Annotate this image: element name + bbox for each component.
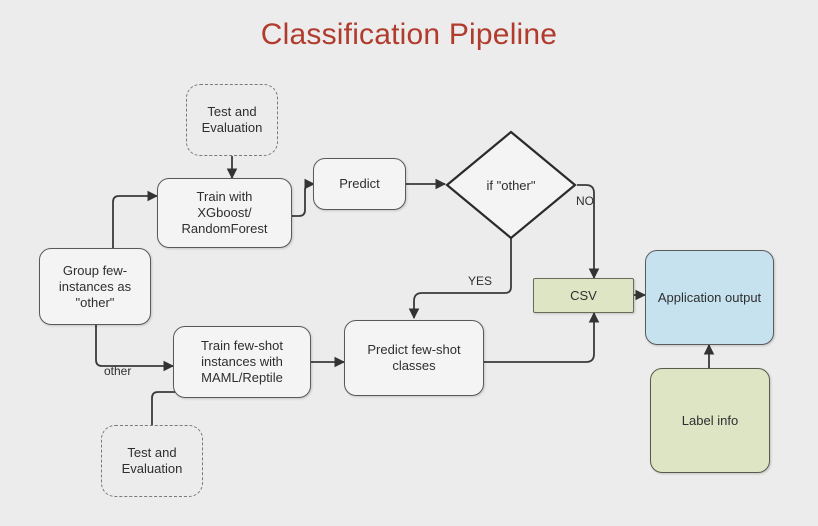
edge-ifother-csv [577, 184, 600, 280]
node-label: Train with XGboost/ RandomForest [181, 189, 268, 236]
node-test-and-evaluation-top[interactable]: Test and Evaluation [186, 84, 278, 156]
node-label: CSV [570, 287, 597, 303]
node-application-output[interactable]: Application output [645, 250, 774, 345]
edge-label-other: other [104, 364, 132, 378]
node-label: if "other" [486, 177, 536, 193]
node-predict[interactable]: Predict [313, 158, 406, 210]
edge-testevalbottom-trainfewshot [151, 381, 246, 425]
node-csv[interactable]: CSV [533, 278, 634, 313]
node-label: Application output [657, 289, 762, 305]
edge-trainxgboost-predict [292, 178, 316, 217]
page-title: Classification Pipeline [260, 18, 558, 51]
node-train-with-xgboost[interactable]: Train with XGboost/ RandomForest [157, 178, 292, 248]
edge-ifother-predictfewshot [408, 228, 512, 320]
node-if-other[interactable]: if "other" [445, 130, 577, 240]
node-label: Group few- instances as "other" [58, 262, 132, 310]
node-label: Label info [681, 412, 739, 428]
edge-groupfew-trainfewshot [95, 325, 175, 372]
node-group-few-instances[interactable]: Group few- instances as "other" [39, 248, 151, 325]
node-label: Test and Evaluation [121, 445, 183, 476]
diamond-shape [445, 130, 577, 240]
node-predict-few-shot-classes[interactable]: Predict few-shot classes [344, 320, 484, 396]
edge-predictfewshot-csv [484, 311, 600, 363]
node-label: Test and Evaluation [201, 104, 263, 135]
node-label: Predict [339, 176, 380, 191]
node-test-and-evaluation-bottom[interactable]: Test and Evaluation [101, 425, 203, 497]
edge-label-yes: YES [468, 274, 493, 288]
node-train-few-shot-instances[interactable]: Train few-shot instances with MAML/Repti… [173, 326, 311, 398]
node-label: Predict few-shot classes [367, 342, 461, 373]
edge-groupfew-trainxgboost [112, 190, 159, 248]
node-label-info[interactable]: Label info [650, 368, 770, 473]
edge-label-no: NO [576, 194, 594, 208]
node-label: Train few-shot instances with MAML/Repti… [201, 338, 283, 385]
